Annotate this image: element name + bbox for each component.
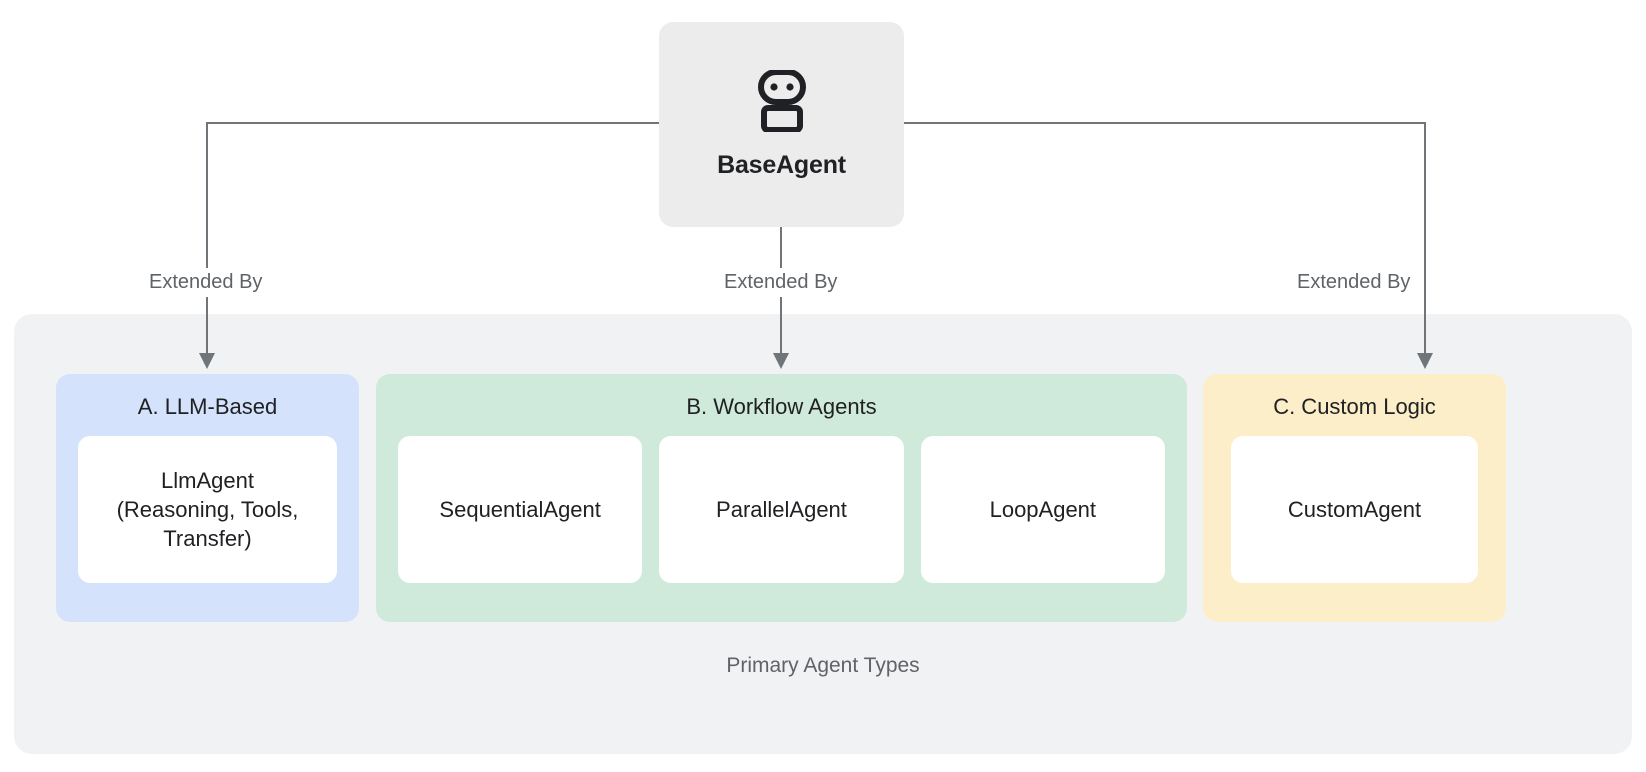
agent-card-sequentialagent[interactable]: SequentialAgent [398, 436, 643, 583]
agent-card-customagent[interactable]: CustomAgent [1231, 436, 1478, 583]
group-custom-logic-items: CustomAgent [1203, 436, 1506, 605]
arrowhead-left [199, 353, 215, 369]
arrowhead-right [1417, 353, 1433, 369]
panel-caption: Primary Agent Types [726, 654, 920, 677]
edge-label-extended-by-left: Extended By [143, 268, 269, 297]
arrowhead-center [773, 353, 789, 369]
edge-label-extended-by-right: Extended By [1291, 268, 1417, 297]
group-llm-based-title: A. LLM-Based [137, 394, 278, 419]
group-custom-logic[interactable]: C. Custom Logic CustomAgent [1203, 374, 1506, 622]
agent-card-loopagent[interactable]: LoopAgent [920, 436, 1165, 583]
base-agent-card[interactable]: BaseAgent [659, 22, 904, 227]
group-custom-logic-title: C. Custom Logic [1273, 394, 1436, 419]
edge-label-extended-by-center: Extended By [718, 268, 844, 297]
group-workflow-agents[interactable]: B. Workflow Agents SequentialAgent Paral… [376, 374, 1187, 622]
group-workflow-agents-items: SequentialAgent ParallelAgent LoopAgent [376, 436, 1187, 605]
base-agent-label: BaseAgent [717, 150, 846, 179]
group-llm-based[interactable]: A. LLM-Based LlmAgent(Reasoning, Tools,T… [56, 374, 359, 622]
group-llm-based-items: LlmAgent(Reasoning, Tools,Transfer) [56, 436, 359, 605]
agent-card-llmagent[interactable]: LlmAgent(Reasoning, Tools,Transfer) [78, 436, 337, 583]
agent-card-parallelagent[interactable]: ParallelAgent [659, 436, 904, 583]
group-workflow-agents-title: B. Workflow Agents [686, 394, 877, 419]
robot-icon [754, 68, 810, 137]
